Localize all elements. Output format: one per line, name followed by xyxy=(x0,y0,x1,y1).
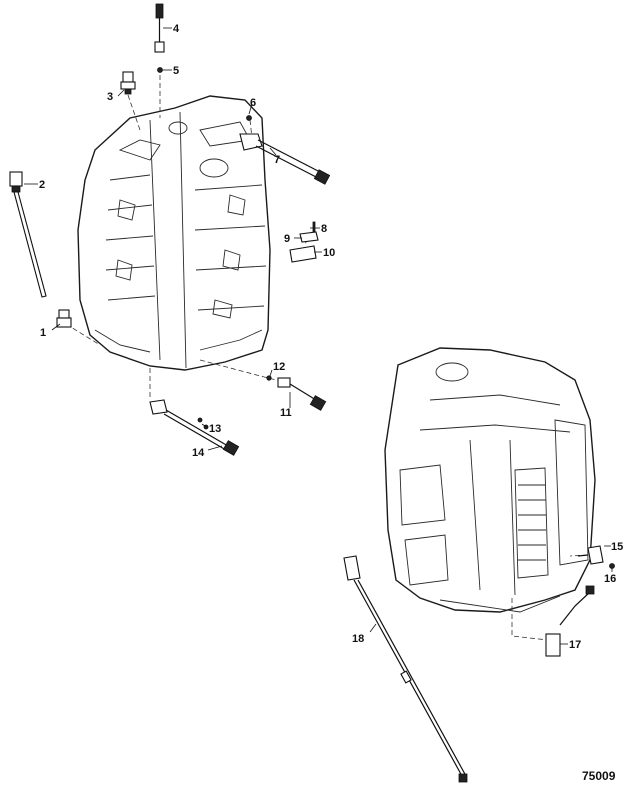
callout-12: 12 xyxy=(273,361,285,373)
callout-17: 17 xyxy=(569,639,581,651)
lower-engine-block xyxy=(384,347,596,613)
part-pressure-switch-1 xyxy=(56,309,72,328)
callout-16: 16 xyxy=(604,573,616,585)
callout-4: 4 xyxy=(173,23,180,35)
callout-6: 6 xyxy=(250,97,256,109)
callout-13: 13 xyxy=(209,423,221,435)
callout-5: 5 xyxy=(173,65,179,77)
callout-18: 18 xyxy=(352,633,364,645)
part-sensor-17 xyxy=(545,585,595,657)
figure-number: 75009 xyxy=(582,769,616,783)
callout-14: 14 xyxy=(192,447,205,459)
callout-15: 15 xyxy=(611,541,623,553)
part-sensor-harness-7 xyxy=(239,115,331,185)
part-sensor-harness-14 xyxy=(149,399,240,456)
callout-leaders xyxy=(24,27,613,645)
callout-8: 8 xyxy=(321,223,327,235)
part-washer-5 xyxy=(157,67,163,73)
callout-2: 2 xyxy=(39,179,45,191)
callout-10: 10 xyxy=(323,247,335,259)
callout-11: 11 xyxy=(280,407,292,419)
callout-1: 1 xyxy=(40,327,46,339)
part-sensor-15 xyxy=(577,545,615,569)
part-sensor-10 xyxy=(289,221,319,263)
part-pressure-sensor-3 xyxy=(120,71,136,95)
part-temperature-probe-2 xyxy=(9,171,47,298)
upper-engine-block xyxy=(77,95,271,371)
part-long-probe-18 xyxy=(343,555,468,783)
callout-3: 3 xyxy=(107,91,113,103)
part-sensor-11 xyxy=(266,375,327,411)
callout-9: 9 xyxy=(284,233,290,245)
part-sensor-harness-top xyxy=(154,3,165,53)
callout-7: 7 xyxy=(274,154,280,166)
callout-labels: 1 2 3 4 5 6 7 8 9 10 11 12 13 14 15 16 1… xyxy=(39,23,623,651)
